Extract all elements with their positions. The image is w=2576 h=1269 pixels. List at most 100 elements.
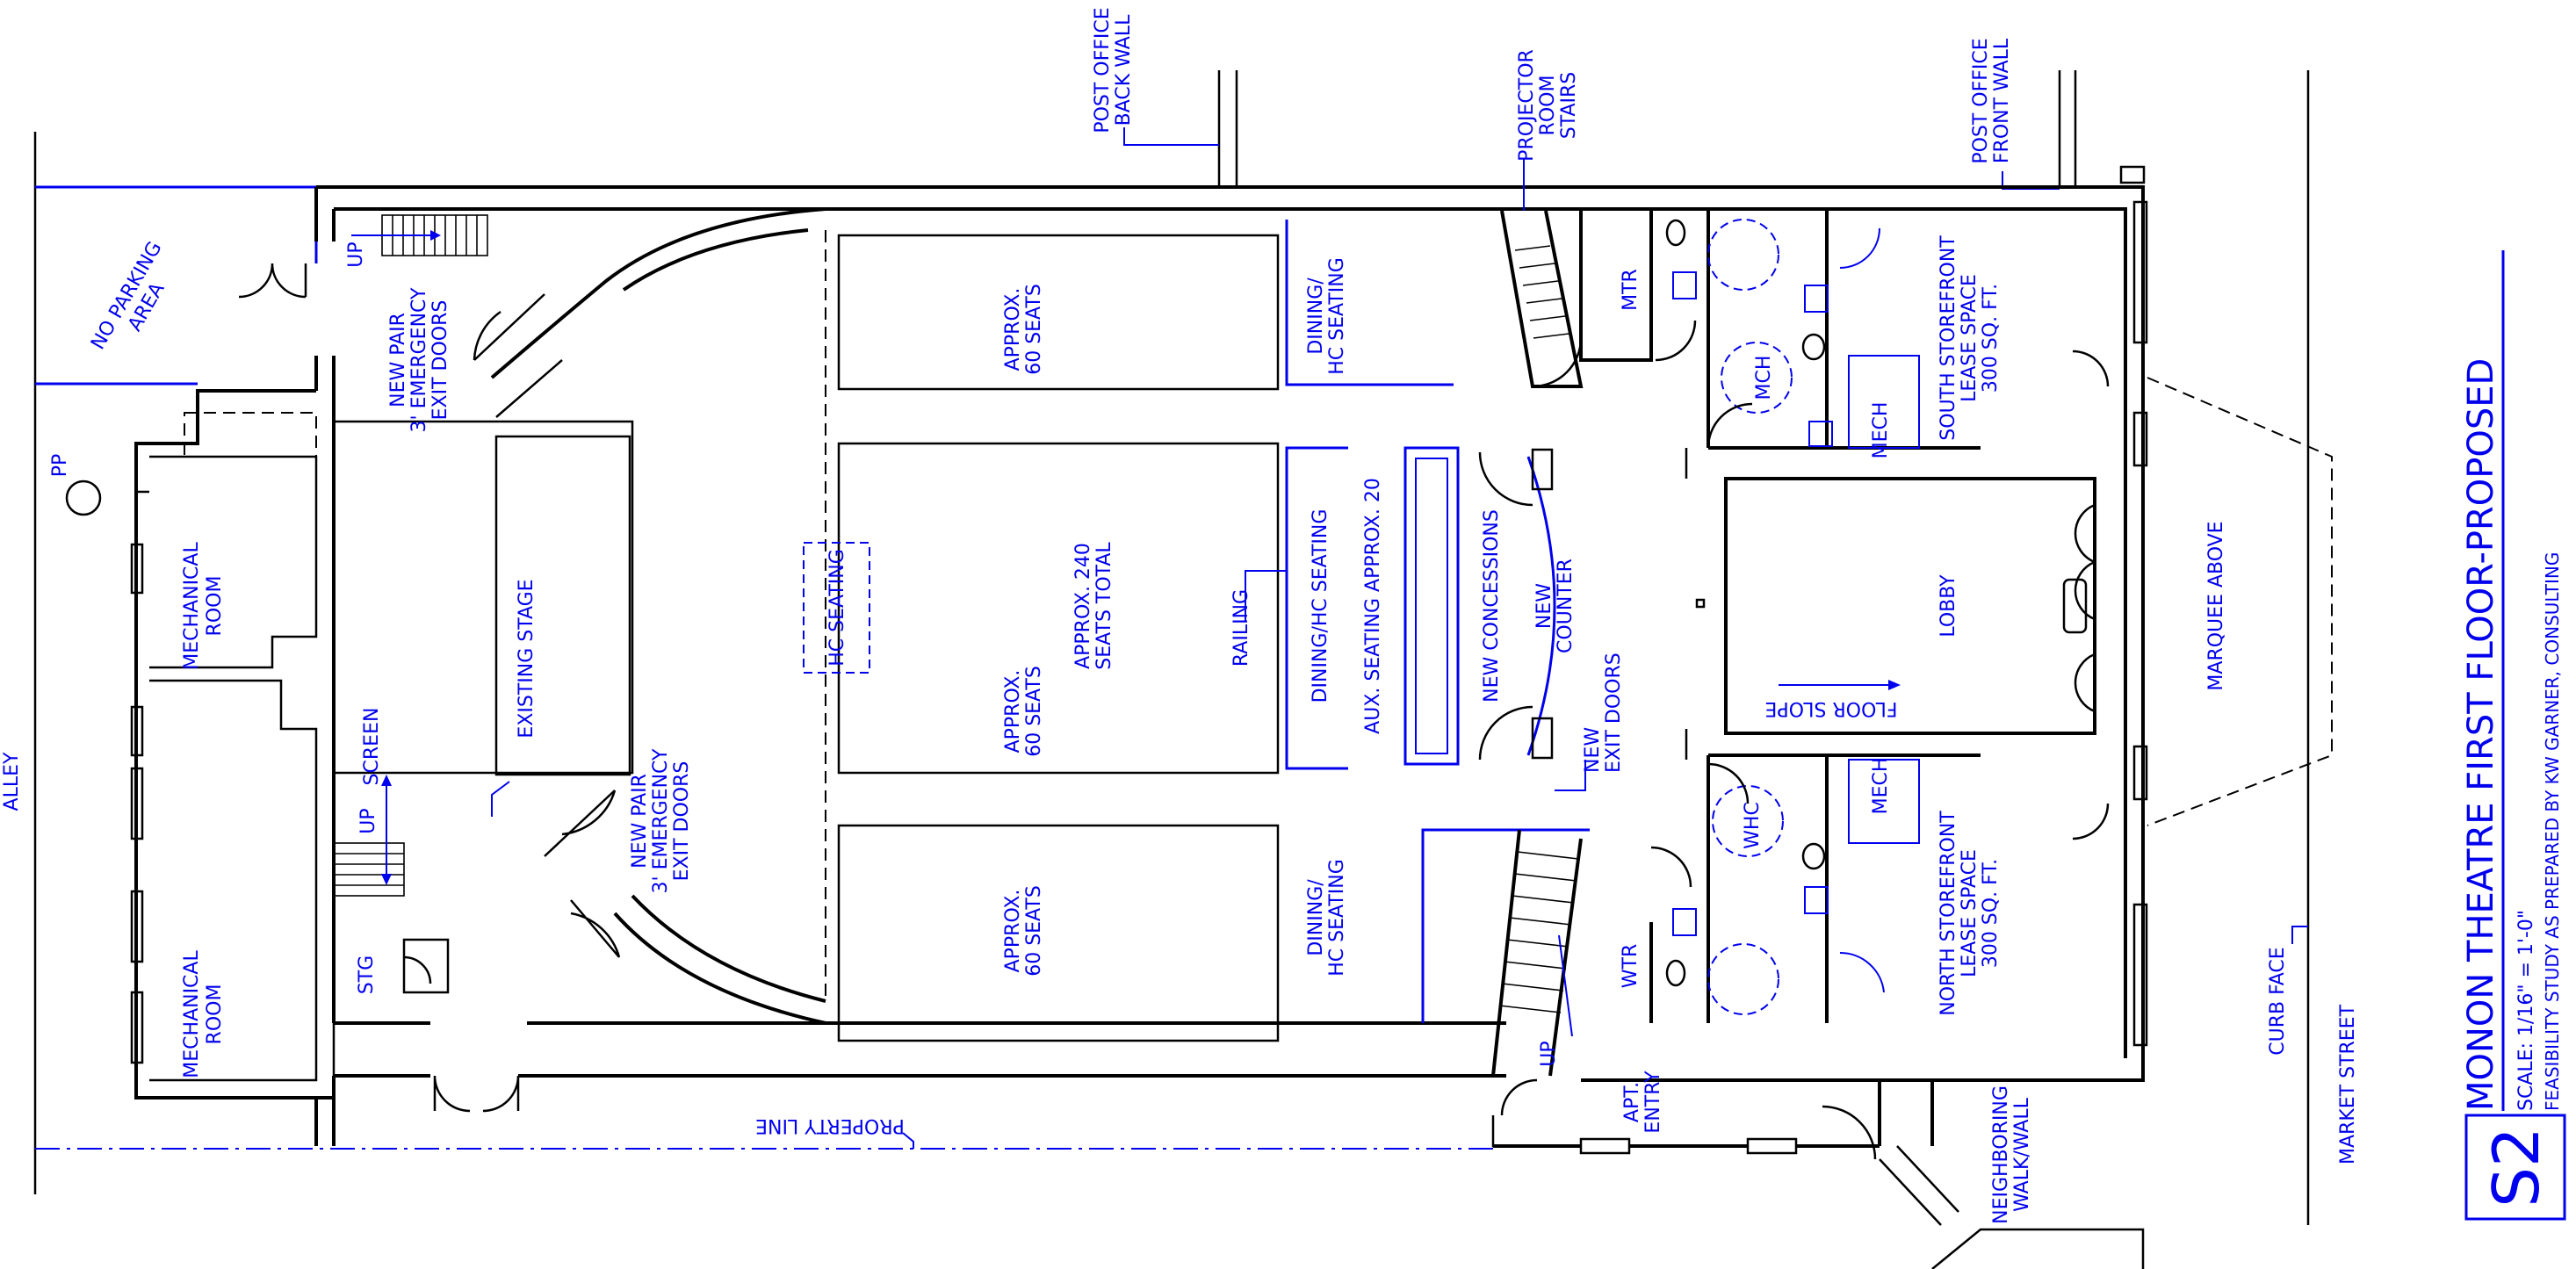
railing-bottom xyxy=(1421,828,1590,1023)
whc-door xyxy=(1707,762,1750,804)
lobby-outline xyxy=(1724,477,2096,735)
seats-total-label-a: APPROX. 240 xyxy=(1072,543,1094,669)
curve-wall-top-inner xyxy=(622,228,809,292)
neighbor-corner xyxy=(1878,1080,1934,1146)
aux-seating-label: AUX. SEATING APPROX. 20 xyxy=(1362,478,1384,734)
floor-slope-arrow-head xyxy=(1888,680,1901,690)
mtr-toilet xyxy=(1665,219,1686,247)
existing-stage-label: EXISTING STAGE xyxy=(516,579,538,738)
exit-bottom-label-c: EXIT DOORS xyxy=(671,761,693,882)
south-store-label-c: 300 SQ. FT. xyxy=(1980,284,2002,393)
west-corner xyxy=(316,1076,336,1146)
pp-label: PP xyxy=(49,454,71,478)
counter-pier-top xyxy=(1531,448,1554,491)
seats-bottom-label-a: APPROX. xyxy=(1002,890,1024,973)
wtr-label: WTR xyxy=(1620,944,1642,988)
whc-toilet xyxy=(1801,842,1826,870)
projector-label-a: PROJECTOR xyxy=(1516,49,1538,162)
lobby-column xyxy=(1695,598,1706,609)
seats-mid-label-a: APPROX. xyxy=(1002,670,1024,753)
counter-curve xyxy=(1526,456,1556,756)
window-3 xyxy=(130,767,144,840)
wtr-toilet xyxy=(1665,959,1686,987)
storage-door-swing xyxy=(403,955,432,984)
mech-room-2-label-a: MECHANICAL xyxy=(181,950,203,1078)
mechanical-room-1-walls xyxy=(149,455,318,669)
outer-wall xyxy=(316,185,2145,1082)
exit-top-label-c: EXIT DOORS xyxy=(429,300,451,421)
up-arrow-left-head-b xyxy=(381,874,392,885)
apt-window-1 xyxy=(1579,1137,1631,1155)
window-5 xyxy=(130,991,144,1064)
sheet-number-box xyxy=(2464,1114,2566,1221)
counter-label-b: COUNTER xyxy=(1555,559,1577,653)
concessions-inner xyxy=(1415,458,1448,754)
restroom-walls-bottom xyxy=(1649,753,1981,1023)
mch-sink-2 xyxy=(1808,421,1833,447)
dining-mid-label: DINING/HC SEATING xyxy=(1310,509,1331,703)
sheet-number: S2 xyxy=(2479,1127,2553,1208)
stg-label: STG xyxy=(356,955,378,994)
market-street-label: MARKET STREET xyxy=(2337,1004,2359,1164)
concessions-outline xyxy=(1403,446,1460,766)
exit-bottom-label-b: 3' EMERGENCY xyxy=(650,748,672,893)
railing-label: RAILING xyxy=(1230,589,1252,667)
emergency-door-top xyxy=(473,293,563,418)
mch-label: MCH xyxy=(1753,356,1775,400)
whc-turning-circle xyxy=(1712,785,1784,857)
mech-room-bottom xyxy=(1848,759,1920,844)
mech-room-top xyxy=(1848,355,1920,449)
wtr-sink xyxy=(1672,908,1697,936)
counter-label-a: NEW xyxy=(1533,583,1555,629)
storefront-entry-doors xyxy=(2072,350,2110,840)
mech-wall-inner xyxy=(134,490,149,1080)
seats-mid-label-b: 60 SEATS xyxy=(1023,666,1045,757)
north-store-label-b: LEASE SPACE xyxy=(1959,849,1981,977)
seating-block-top xyxy=(837,234,1280,391)
exit-top-label-b: 3' EMERGENCY xyxy=(408,287,430,432)
post-office-back-label-a: POST OFFICE xyxy=(1092,7,1114,133)
restroom-walls-top xyxy=(1649,211,1981,450)
mtr-sink xyxy=(1672,271,1697,299)
dining-bottom-label-a: DINING/ xyxy=(1305,879,1327,956)
front-post xyxy=(2119,165,2146,184)
stage-area-outline xyxy=(332,420,634,775)
counter-doors xyxy=(1478,451,1533,761)
emergency-door-bottom xyxy=(544,790,621,958)
exit-top-label-a: NEW PAIR xyxy=(387,313,409,407)
stairs-lower-left xyxy=(333,842,405,897)
post-office-front-label-a: POST OFFICE xyxy=(1970,38,1992,163)
screen-leader xyxy=(491,781,510,817)
mech-top-label: MECH xyxy=(1870,402,1892,459)
apt-window-2 xyxy=(1746,1137,1798,1155)
south-store-label-b: LEASE SPACE xyxy=(1959,274,1981,402)
credit-label: FEASIBILITY STUDY AS PREPARED BY KW GARN… xyxy=(2542,552,2563,1111)
dining-top-label-a: DINING/ xyxy=(1305,278,1327,355)
dining-bottom-label-b: HC SEATING xyxy=(1326,859,1348,977)
lobby-label: LOBBY xyxy=(1937,574,1959,638)
south-wall xyxy=(334,1021,1506,1078)
railing-leader xyxy=(1245,570,1287,622)
railing-mid xyxy=(1285,446,1348,770)
railing-top xyxy=(1285,220,1454,386)
floor-slope-label: FLOOR SLOPE xyxy=(1765,697,1898,719)
wtr-turning-circle xyxy=(1707,943,1779,1015)
existing-stage xyxy=(494,435,631,776)
exit-doors-leader xyxy=(1555,760,1586,791)
exit-jamb-top xyxy=(314,187,336,391)
alley-label: ALLEY xyxy=(1,752,23,811)
south-exit-pair xyxy=(433,1075,520,1113)
window-1 xyxy=(130,543,144,595)
whc-label: WHC xyxy=(1742,802,1764,849)
screen-label: SCREEN xyxy=(361,708,383,786)
apt-entry-label-b: ENTRY xyxy=(1642,1071,1664,1134)
up-label-bottom: UP xyxy=(1538,1041,1560,1066)
power-pole-symbol xyxy=(65,479,102,516)
exit-doors-label-b: EXIT DOORS xyxy=(1603,653,1625,773)
projector-room-stairs xyxy=(1500,210,1584,388)
west-wall xyxy=(332,391,430,1025)
lobby-window-2 xyxy=(2132,745,2148,801)
mtr-door xyxy=(1655,320,1697,362)
window-2 xyxy=(130,705,144,757)
